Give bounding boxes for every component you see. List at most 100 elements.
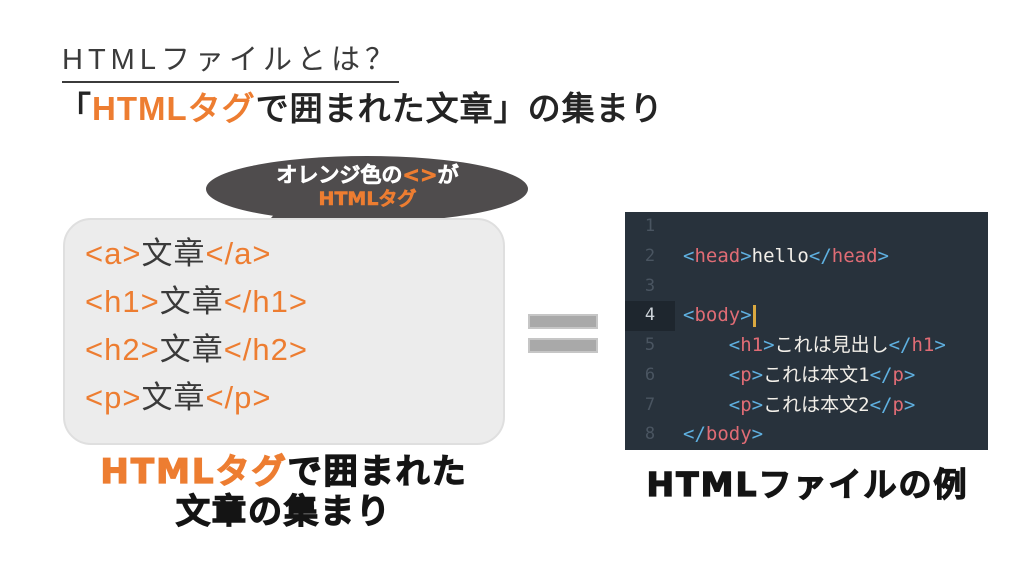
tag-token: </h2> [223,332,309,367]
code-token: < [683,244,695,267]
code-token: > [763,334,775,356]
code-token: < [728,334,741,356]
line-number: 1 [644,216,656,236]
code-token: > [740,244,752,267]
code-line: 2<head>hello</head> [625,242,988,272]
code-token [683,334,729,356]
bubble-brackets: <> [402,163,438,188]
code-token: > [751,423,764,446]
tag-example-box: <a>文章</a><h1>文章</h1><h2>文章</h2><p>文章</p> [63,218,505,445]
tag-token: </p> [205,380,272,415]
equals-bar [528,338,598,353]
tag-token: </h1> [223,284,309,319]
code-token: これは本文1 [763,363,870,386]
code-token: < [728,393,741,416]
code-token: body [705,423,752,446]
code-token: p [740,393,752,416]
code-token: これは見出し [774,334,889,356]
code-line: 1 [625,212,988,242]
tag-line: <p>文章</p> [85,374,503,422]
code-token: p [892,393,904,416]
tag-body-text: 文章 [141,380,206,415]
tag-body-text: 文章 [159,284,224,319]
code-token: </ [808,244,832,267]
page-subtitle: 「HTMLタグで囲まれた文章」の集まり [58,82,664,130]
tag-line: <a>文章</a> [85,230,503,278]
code-token: > [877,244,889,267]
code-token: > [751,363,764,386]
code-text [675,272,683,302]
tag-line: <h2>文章</h2> [85,326,503,374]
line-number: 8 [644,424,656,445]
tag-box-caption: HTMLタグで囲まれた 文章の集まり [63,451,505,532]
tag-body-text: 文章 [141,236,206,271]
bubble-line1-suffix: が [437,163,459,188]
tag-line: <h1>文章</h1> [85,278,503,326]
bubble-line2: HTMLタグ [318,188,417,211]
code-token [683,394,729,416]
text-cursor [752,304,756,327]
code-line: 3 [625,272,988,302]
tag-token: <h2> [85,332,160,367]
line-number: 6 [644,364,656,385]
code-line: 7 <p>これは本文2</p> [625,391,988,421]
code-token: < [728,363,741,386]
page-title: HTMLファイルとは？ [62,36,399,83]
code-token: </ [888,334,912,356]
caption-highlight: HTMLタグ [100,451,288,492]
equals-icon [528,314,598,362]
subtitle-rest: で囲まれた文章」の集まり [255,90,664,127]
code-line: 6 <p>これは本文1</p> [625,361,988,391]
bubble-line1-text: オレンジ色の [276,163,403,188]
tag-box-caption-line1: HTMLタグで囲まれた [63,451,505,492]
tag-body-text: 文章 [159,332,224,367]
code-token: > [751,393,764,416]
code-token: </ [869,393,893,416]
subtitle-bracket: 「 [58,90,92,127]
code-token: head [831,244,878,267]
code-text: </body> [675,420,763,450]
caption-rest: で囲まれた [287,451,468,492]
code-line: 5 <h1>これは見出し</h1> [625,331,988,361]
code-text: <p>これは本文1</p> [675,361,916,391]
line-number: 4 [625,301,675,331]
code-text: <h1>これは見出し</h1> [675,331,946,361]
line-number: 3 [644,275,656,296]
line-number: 7 [644,394,656,415]
line-number: 5 [644,335,656,355]
code-token: </ [683,423,706,446]
tag-box-caption-line2: 文章の集まり [175,491,392,532]
code-token: > [934,334,946,356]
equals-bar [528,314,598,329]
tag-token: <a> [85,236,142,271]
code-token [683,364,729,386]
code-token: > [903,363,916,386]
code-token: < [683,304,695,327]
code-token: body [694,304,741,327]
code-token: > [903,393,916,416]
tag-token: <h1> [85,284,160,319]
line-number: 2 [644,245,656,266]
code-token: p [740,363,752,386]
code-text: <p>これは本文2</p> [675,391,916,421]
editor-caption: HTMLファイルの例 [646,464,969,504]
tag-code-list: <a>文章</a><h1>文章</h1><h2>文章</h2><p>文章</p> [65,220,503,422]
code-token: h1 [911,334,935,356]
code-token: これは本文2 [763,393,870,416]
subtitle-highlight: HTMLタグ [92,90,256,127]
code-token: h1 [740,334,764,356]
code-line: 8 </body> [625,420,988,450]
code-text: <body> [675,301,756,331]
code-text: <head>hello</head> [675,242,889,272]
tag-token: </a> [205,236,272,271]
code-token: hello [751,244,809,267]
code-token: head [694,244,741,267]
code-text [675,212,683,242]
code-line: 4<body> [625,301,988,331]
code-token: </ [869,363,893,386]
bubble-line1: オレンジ色の<>が [195,159,540,189]
tag-token: <p> [85,380,142,415]
code-token: p [892,363,904,386]
